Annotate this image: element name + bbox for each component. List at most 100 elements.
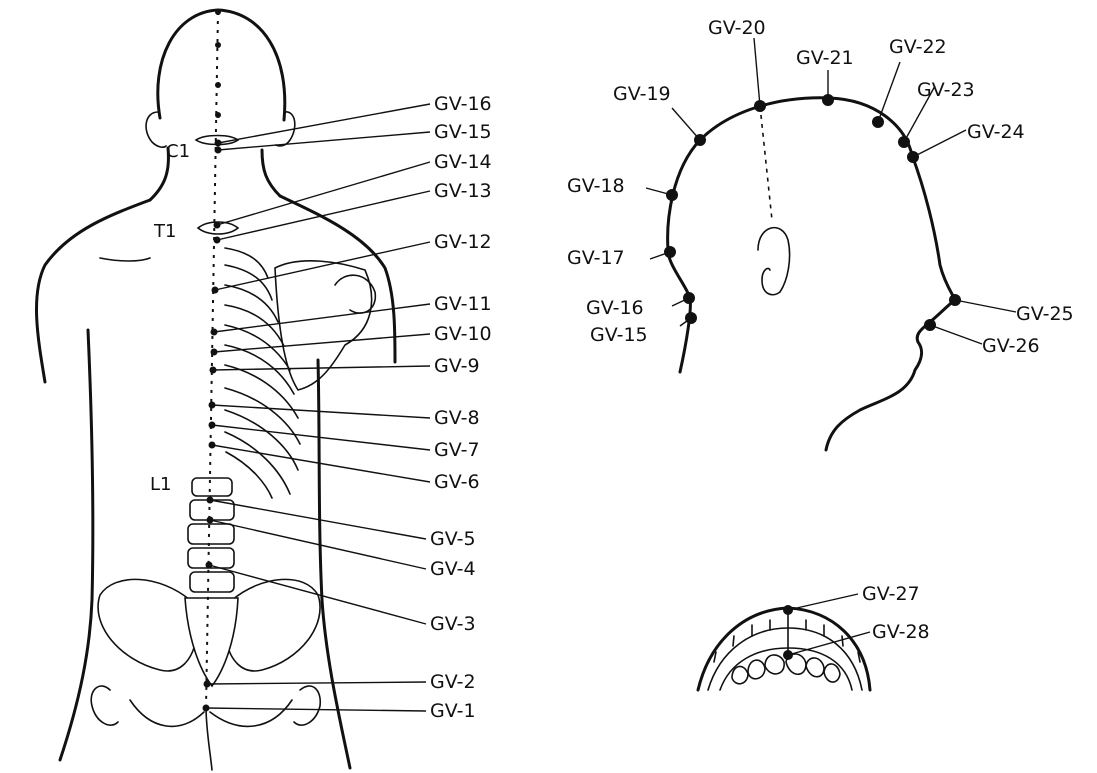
point-label-head-gv15: GV-15: [590, 324, 648, 346]
upper-lip-outer: [696, 606, 872, 692]
neck-right: [260, 148, 282, 198]
leader-line-head-gv24: [912, 129, 967, 158]
leader-line-gv11: [213, 303, 431, 333]
leader-line-gv3: [208, 564, 427, 625]
leader-line-gv5: [209, 499, 427, 540]
acupoint-head-gv16: GV-16: [586, 292, 695, 319]
point-marker-gv4: [206, 516, 214, 524]
acupoint-head-gv15: GV-15: [590, 312, 697, 346]
head-side-view: [666, 96, 957, 452]
point-label-head-gv25: GV-25: [1016, 303, 1074, 325]
hip-left: [90, 685, 119, 726]
point-marker-head-gv18: [666, 189, 678, 201]
leader-line-gv12: [214, 241, 431, 291]
acupoint-back-gv9: GV-9: [209, 355, 480, 377]
leader-line-gv2: [206, 681, 427, 685]
acupoint-head-gv18: GV-18: [567, 175, 678, 201]
neck-left: [148, 146, 170, 202]
leader-line-gv4: [209, 519, 427, 570]
acupoint-back-gv11: GV-11: [210, 293, 492, 336]
leader-line-gv16: [217, 103, 431, 144]
point-label-gv15: GV-15: [434, 121, 492, 143]
acupoint-back-gv1: GV-1: [202, 700, 476, 722]
point-marker-gv16: [214, 139, 222, 147]
point-marker-gv5: [206, 496, 214, 504]
point-marker-gv12: [211, 286, 219, 294]
point-marker-head-gv19: [694, 134, 706, 146]
leader-line-head-gv20: [753, 37, 761, 107]
acupoint-head-gv26: GV-26: [924, 319, 1040, 357]
c1-label: C1: [166, 141, 190, 162]
point-marker-head-gv17: [664, 246, 676, 258]
point-label-head-gv26: GV-26: [982, 335, 1040, 357]
pelvis-right: [225, 578, 321, 672]
point-label-head-gv23: GV-23: [917, 79, 975, 101]
point-marker-gv10: [210, 348, 218, 356]
buttock-right: [209, 699, 293, 728]
torso-right: [278, 194, 397, 364]
point-label-head-gv17: GV-17: [567, 247, 625, 269]
ribs: [224, 247, 301, 499]
point-marker-head-gv23: [898, 136, 910, 148]
acupoint-back-gv2: GV-2: [203, 671, 476, 693]
acupoint-back-gv6: GV-6: [208, 441, 480, 493]
leader-line-gv8: [211, 404, 431, 419]
point-marker-mouth-gv28: [783, 650, 793, 660]
leader-line-gv1: [205, 707, 427, 712]
acupoint-back-gv12: GV-12: [211, 231, 492, 294]
acupoint-back-gv5: GV-5: [206, 496, 476, 550]
left-ear: [145, 111, 167, 148]
point-marker-gv7: [208, 421, 216, 429]
acupoint-mouth-gv27: GV-27: [783, 583, 920, 615]
sacrum: [184, 597, 239, 688]
point-label-gv4: GV-4: [430, 558, 476, 580]
acupoint-back-gv14: GV-14: [213, 151, 492, 229]
point-marker-head-gv20: [754, 100, 766, 112]
back-view-figure: [34, 8, 397, 771]
acupoint-back-gv10: GV-10: [210, 323, 492, 356]
leader-line-gv13: [216, 190, 431, 241]
point-label-mouth-gv27: GV-27: [862, 583, 920, 605]
point-label-gv1: GV-1: [430, 700, 476, 722]
point-label-gv5: GV-5: [430, 528, 476, 550]
body-right: [316, 358, 352, 770]
leader-line-gv14: [216, 161, 431, 226]
lumbar-vertebrae: [187, 477, 235, 593]
acupoint-head-gv17: GV-17: [567, 246, 676, 269]
point-marker-head-gv24: [907, 151, 919, 163]
leader-line-head-gv26: [929, 324, 983, 345]
leader-line-gv15: [217, 131, 431, 151]
point-marker-gv3: [205, 561, 213, 569]
point-label-gv3: GV-3: [430, 613, 476, 635]
leader-line-head-gv22: [877, 61, 901, 123]
point-marker-head-gv26: [924, 319, 936, 331]
point-label-gv9: GV-9: [434, 355, 480, 377]
acupoint-back-gv3: GV-3: [205, 561, 476, 635]
leader-line-gv9: [212, 365, 431, 371]
torso-left: [34, 198, 152, 384]
point-label-gv11: GV-11: [434, 293, 492, 315]
leader-line-head-gv23: [903, 85, 936, 143]
hip-right: [293, 685, 322, 726]
leader-line-gv10: [213, 333, 431, 353]
point-marker-head-gv16: [683, 292, 695, 304]
point-label-head-gv22: GV-22: [889, 36, 947, 58]
point-marker-gv8: [208, 401, 216, 409]
acupoint-mouth-gv28: GV-28: [783, 621, 930, 660]
point-marker-gv1: [202, 704, 210, 712]
leader-line-gv6: [211, 444, 431, 483]
point-label-gv2: GV-2: [430, 671, 476, 693]
point-label-head-gv24: GV-24: [967, 121, 1025, 143]
point-marker-gv13: [213, 236, 221, 244]
acupoint-back-gv13: GV-13: [213, 180, 492, 244]
point-label-gv14: GV-14: [434, 151, 492, 173]
point-label-gv6: GV-6: [434, 471, 480, 493]
point-marker-head-gv25: [949, 294, 961, 306]
buttocks-cleft: [205, 705, 213, 771]
vertex-dashed-line: [759, 105, 773, 221]
point-marker-head-gv15: [685, 312, 697, 324]
point-label-gv10: GV-10: [434, 323, 492, 345]
acupoint-back-gv16: GV-16: [214, 93, 492, 147]
